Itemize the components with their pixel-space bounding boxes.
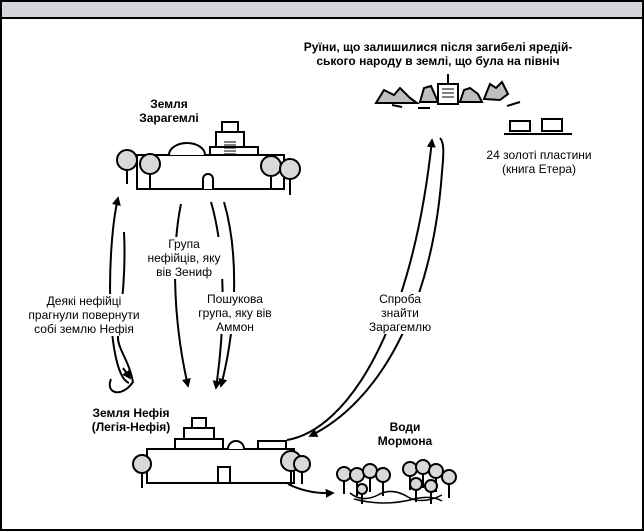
ammon-label-line1: Пошукова [207,292,263,306]
jaredite-ruins-icon [374,74,521,109]
ammon-label: Пошукова група, яку вів Аммон [190,292,280,334]
zeniff-label-line3: вів Зениф [156,265,212,279]
zeniff-label-line1: Група [168,237,200,251]
zarahemla-label: Земля Зарагемлі [130,97,208,125]
ammon-route-arrow-left [210,201,224,390]
return-route-loop [108,231,135,394]
mormon-route-arrow [287,483,335,498]
mormon-label: Води Мормона [370,420,440,448]
zarahemla-label-line1: Земля [150,97,188,111]
return-label-line2: прагнули повернути [28,308,140,322]
ammon-label-line2: група, яку вів [198,306,272,320]
nephi-label-line2: (Легія-Нефія) [91,420,171,434]
zarahemla-label-line2: Зарагемлі [139,111,199,125]
zeniff-label: Група нефійців, яку вів Зениф [140,237,228,279]
nephi-label: Земля Нефія (Легія-Нефія) [73,406,189,434]
search-route-arrow-back [308,137,445,437]
waters-of-mormon-icon [336,459,457,504]
plates-label-line2: (книга Етера) [501,162,577,176]
ammon-label-line3: Аммон [216,320,254,334]
search-label-line3: Зарагемлю [368,320,432,334]
mormon-label-line2: Мормона [377,434,433,448]
header-band [2,2,642,19]
zeniff-label-line2: нефійців, яку [147,251,221,265]
nephi-city-icon [132,417,311,488]
search-label: Спроба знайти Зарагемлю [364,292,436,334]
return-route-arrow [109,196,130,384]
return-label-line3: собі землю Нефія [34,322,134,336]
return-route-loop-arrow [122,367,132,380]
zeniff-route-arrow [174,203,191,388]
search-route-arrow [286,138,436,441]
search-label-line2: знайти [381,306,419,320]
mormon-label-line1: Води [389,420,421,434]
ruins-label: Руїни, що залишилися після загибелі яред… [274,40,602,68]
return-label: Деякі нефійці прагнули повернути собі зе… [22,294,146,336]
plates-label-line1: 24 золоті пластини [486,148,592,162]
plates-label: 24 золоті пластини (книга Етера) [478,148,600,176]
search-label-line1: Спроба [379,292,421,306]
ammon-route-arrow-right [218,201,236,388]
ruins-label-line2: ського народу в землі, що була на північ [316,54,560,68]
zarahemla-city-icon [116,121,301,195]
gold-plates-icon [504,118,572,135]
ruins-label-line1: Руїни, що залишилися після загибелі яред… [303,40,573,54]
nephi-label-line1: Земля Нефія [92,406,170,420]
return-label-line1: Деякі нефійці [46,294,122,308]
